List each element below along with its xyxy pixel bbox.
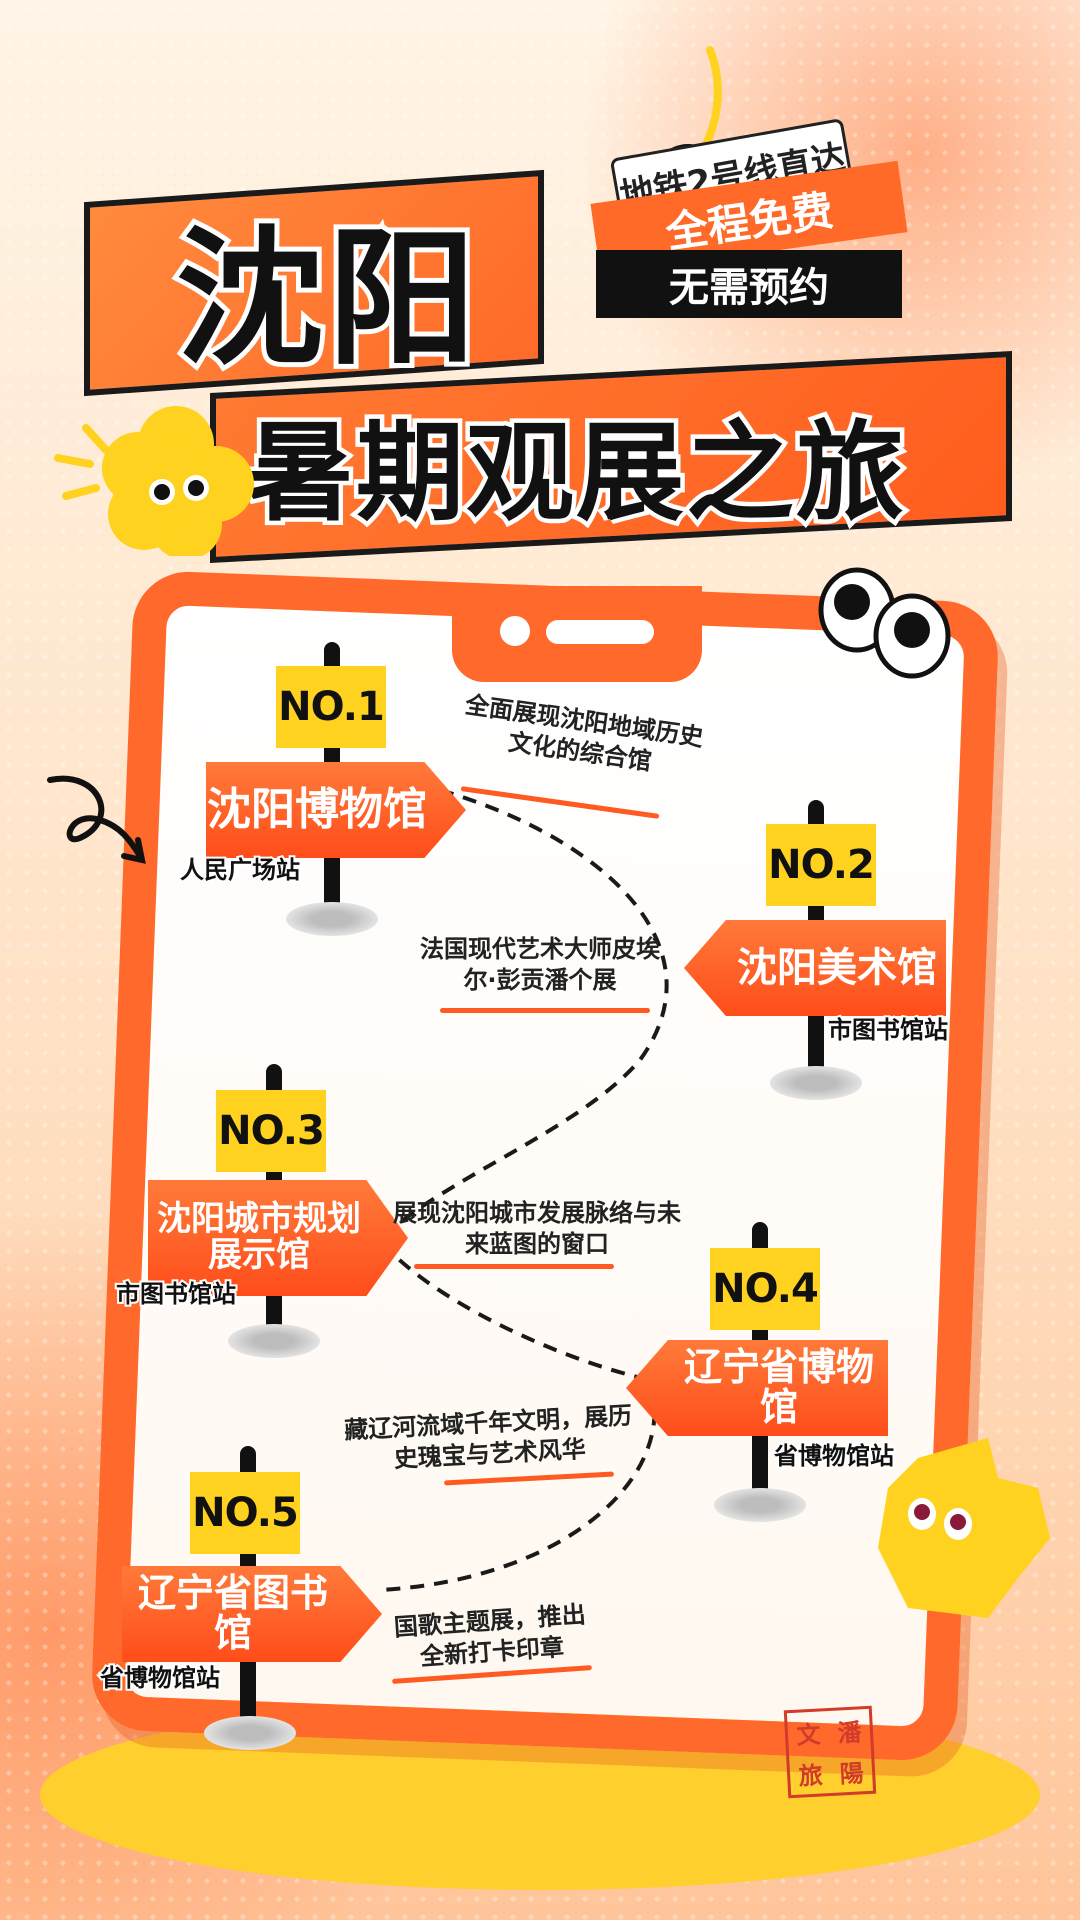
stop-2-station: 市图书馆站 [826,1014,950,1046]
signpost-base-4 [714,1488,806,1522]
signpost-base-1 [286,902,378,936]
page-title: 沈阳 [171,208,481,390]
googly-eyes-icon [818,567,951,679]
signpost-base-2 [770,1066,862,1100]
stop-4-name-arrow[interactable]: 辽宁省博物馆 [626,1340,888,1436]
stop-2-description: 法国现代艺术大师皮埃尔·彭贡潘个展 [420,935,660,995]
page-subtitle: 暑期观展之旅 [241,407,908,541]
stop-5-number: NO.5 [190,1472,300,1554]
seal-char-1: 文 [795,1720,822,1750]
signpost-base-3 [228,1324,320,1358]
stop-3-underline [414,1264,614,1269]
hand-mascot-icon [878,1438,1050,1618]
culture-tourism-seal: 文 潘 旅 陽 [783,1705,877,1799]
notch-camera-dot [500,616,530,646]
flower-mascot-icon [54,406,254,556]
stop-5-name-arrow[interactable]: 辽宁省图书馆 [122,1566,382,1662]
stop-1-name-arrow[interactable]: 沈阳博物馆 [206,762,466,858]
stop-4-number: NO.4 [710,1248,820,1330]
stop-2-underline [440,1008,650,1013]
no-reservation-tag: 无需预约 [596,250,902,318]
stop-3-description: 展现沈阳城市发展脉络与未来蓝图的窗口 [393,1199,681,1259]
seal-char-3: 旅 [798,1761,824,1791]
stop-2-name-arrow[interactable]: 沈阳美术馆 [684,920,946,1016]
stop-1-number: NO.1 [276,666,386,748]
curly-arrow-icon [47,775,146,864]
stop-5-station: 省博物馆站 [98,1662,222,1694]
notch-speaker-bar [546,620,654,644]
stop-3-number: NO.3 [216,1090,326,1172]
seal-char-2: 潘 [836,1718,863,1748]
stop-1-station: 人民广场站 [178,854,302,886]
signpost-base-5 [204,1716,296,1750]
stop-3-name-arrow[interactable]: 沈阳城市规划展示馆 [148,1180,408,1296]
seal-char-4: 陽 [838,1759,865,1789]
stop-2-number: NO.2 [766,824,876,906]
stop-4-station: 省博物馆站 [772,1440,896,1472]
stop-3-station: 市图书馆站 [114,1278,238,1310]
